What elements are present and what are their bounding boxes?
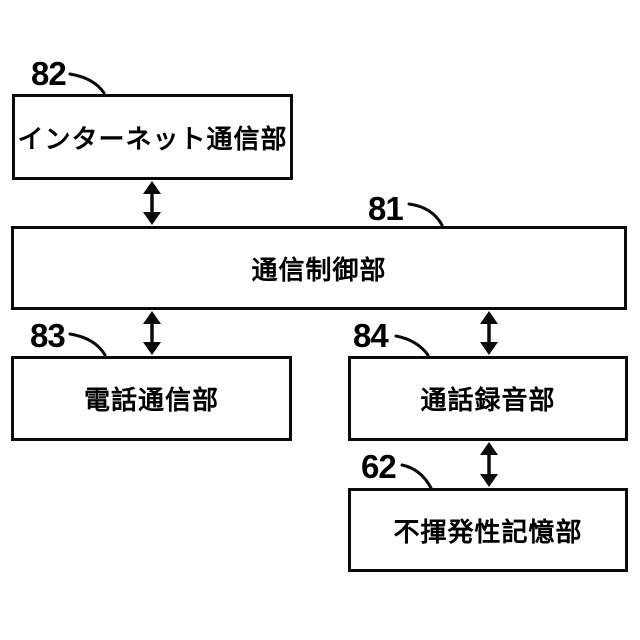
block-call-recording-unit: 通話録音部 [348, 356, 628, 441]
block-nonvolatile-storage-label: 不揮発性記憶部 [393, 516, 583, 547]
block-communication-control-unit: 通信制御部 [11, 226, 627, 310]
ref-number-84: 84 [353, 317, 389, 354]
block-communication-control-label: 通信制御部 [251, 254, 387, 285]
arrow-82-81 [143, 181, 161, 225]
arrow-84-62 [480, 442, 498, 487]
leader-line-84 [394, 334, 430, 357]
ref-number-81: 81 [368, 190, 404, 227]
ref-number-82: 82 [31, 55, 67, 92]
leader-line-82 [68, 72, 106, 95]
leader-line-81 [407, 202, 444, 227]
arrow-81-84 [480, 311, 498, 355]
leader-line-83 [68, 332, 107, 357]
leader-line-62 [400, 463, 433, 490]
block-internet-communication-label: インターネット通信部 [17, 123, 288, 154]
ref-number-83: 83 [30, 317, 66, 354]
ref-number-62: 62 [361, 448, 397, 485]
block-nonvolatile-storage-unit: 不揮発性記憶部 [348, 488, 628, 572]
block-internet-communication-unit: インターネット通信部 [12, 94, 293, 180]
arrow-81-83 [143, 311, 161, 355]
block-telephone-communication-label: 電話通信部 [83, 385, 219, 415]
block-telephone-communication-unit: 電話通信部 [11, 356, 292, 441]
block-call-recording-label: 通話録音部 [420, 385, 556, 415]
